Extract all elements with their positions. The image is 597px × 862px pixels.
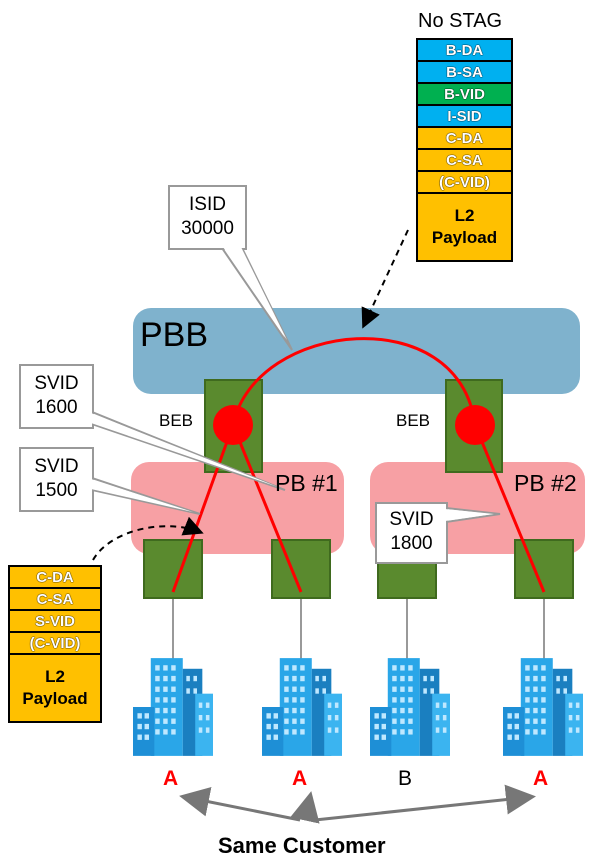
same-customer-arrow-1 [179,786,301,822]
left-stack-cell: C-DA [8,565,102,589]
isid-callout-text: ISID 30000 [169,193,246,241]
beb-left-label: BEB [159,411,194,430]
top-stack-cell: C-SA [416,148,513,172]
pbb-cloud [133,308,580,394]
left-stack-pointer-arrow [92,516,204,561]
customer-label: A [292,767,308,790]
top-stack-cell: B-DA [416,38,513,62]
pb1-label: PB #1 [275,470,338,496]
payload-line: L2 [45,667,65,686]
building-2 [262,658,342,756]
callout-line: 30000 [181,218,234,239]
top-frame-stack: B-DA B-SA B-VID I-SID C-DA C-SA (C-VID) … [416,38,513,262]
svid1800-callout-text: SVID 1800 [376,508,447,556]
building-1 [133,658,213,756]
top-stack-cell: B-SA [416,60,513,84]
customer-label: A [533,767,549,790]
top-stack-cell: I-SID [416,104,513,128]
beb-left-node [213,405,253,445]
callout-line: 1800 [390,533,433,554]
customer-label: B [398,767,413,790]
svid1500-callout-text: SVID 1500 [20,455,93,503]
svid1500-callout [19,447,201,515]
customer-label: A [163,767,179,790]
left-stack-cell: (C-VID) [8,631,102,655]
building-3 [370,658,450,756]
same-customer-caption: Same Customer [218,833,386,858]
callout-line: SVID [389,509,434,530]
isid-callout [168,185,293,351]
building-4 [503,658,583,756]
callout-line: SVID [34,373,79,394]
beb-right-label: BEB [396,411,431,430]
pb2-label: PB #2 [514,470,577,496]
svid1600-callout-text: SVID 1600 [20,372,93,420]
same-customer-arrow-2 [290,791,320,824]
top-stack-cell: (C-VID) [416,170,513,194]
svid1600-callout [19,364,286,491]
callout-line: 1500 [35,480,78,501]
payload-line: L2 [454,206,475,225]
pbb-label: PBB [140,316,209,354]
same-customer-arrow-3 [314,784,536,822]
svid1800-callout [375,502,501,564]
beb-right-node [455,405,495,445]
left-stack-cell: S-VID [8,609,102,633]
top-stack-header: No STAG [418,10,503,32]
left-stack-cell: C-SA [8,587,102,611]
top-stack-payload: L2 Payload [416,192,513,262]
callout-line: 1600 [35,397,78,418]
isid-tunnel [231,337,477,426]
payload-line: Payload [22,689,88,708]
top-stack-cell: B-VID [416,82,513,106]
callout-line: ISID [189,194,226,215]
left-frame-stack: C-DA C-SA S-VID (C-VID) L2 Payload [8,565,102,723]
payload-line: Payload [431,228,498,247]
top-stack-cell: C-DA [416,126,513,150]
callout-line: SVID [34,456,79,477]
left-stack-payload: L2 Payload [8,653,102,723]
